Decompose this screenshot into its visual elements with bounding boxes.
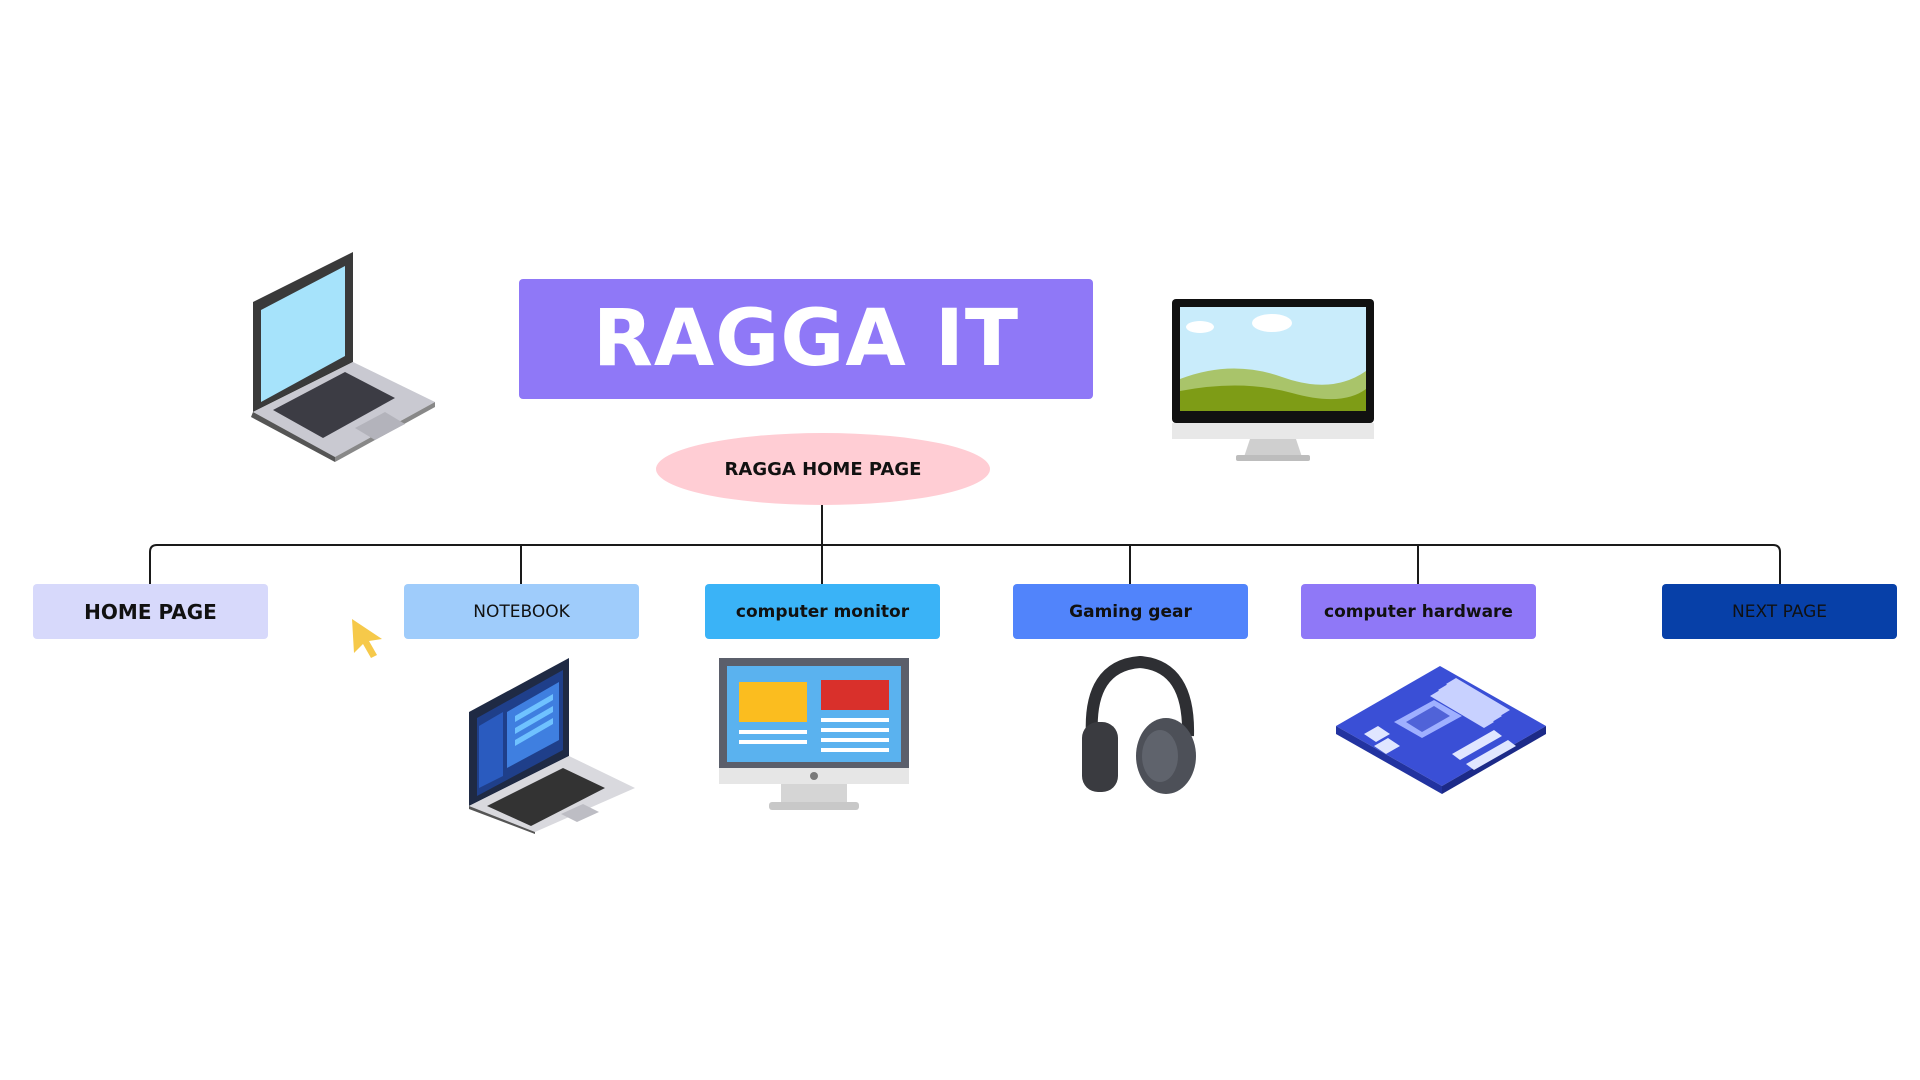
desktop-monitor-icon (1172, 299, 1374, 461)
notebook-button[interactable]: NOTEBOOK (404, 584, 639, 639)
notebook-laptop-icon (469, 658, 635, 834)
home-page-label: HOME PAGE (84, 599, 217, 624)
computer-monitor-label: computer monitor (735, 601, 910, 622)
gaming-gear-label: Gaming gear (1069, 601, 1192, 622)
home-page-button[interactable]: HOME PAGE (33, 584, 268, 639)
home-node[interactable]: RAGGA HOME PAGE (656, 433, 990, 505)
computer-monitor-button[interactable]: computer monitor (705, 584, 940, 639)
laptop-icon (251, 252, 435, 462)
gaming-gear-button[interactable]: Gaming gear (1013, 584, 1248, 639)
computer-monitor-icon (719, 658, 909, 810)
headphones-icon (1082, 656, 1196, 794)
next-page-label: NEXT PAGE (1731, 601, 1827, 622)
cursor-pointer-icon (352, 619, 382, 658)
motherboard-icon (1336, 666, 1546, 794)
computer-hardware-label: computer hardware (1324, 601, 1513, 622)
computer-hardware-button[interactable]: computer hardware (1301, 584, 1536, 639)
next-page-button[interactable]: NEXT PAGE (1662, 584, 1897, 639)
page-title: RAGGA IT (519, 279, 1093, 399)
notebook-label: NOTEBOOK (473, 601, 570, 622)
